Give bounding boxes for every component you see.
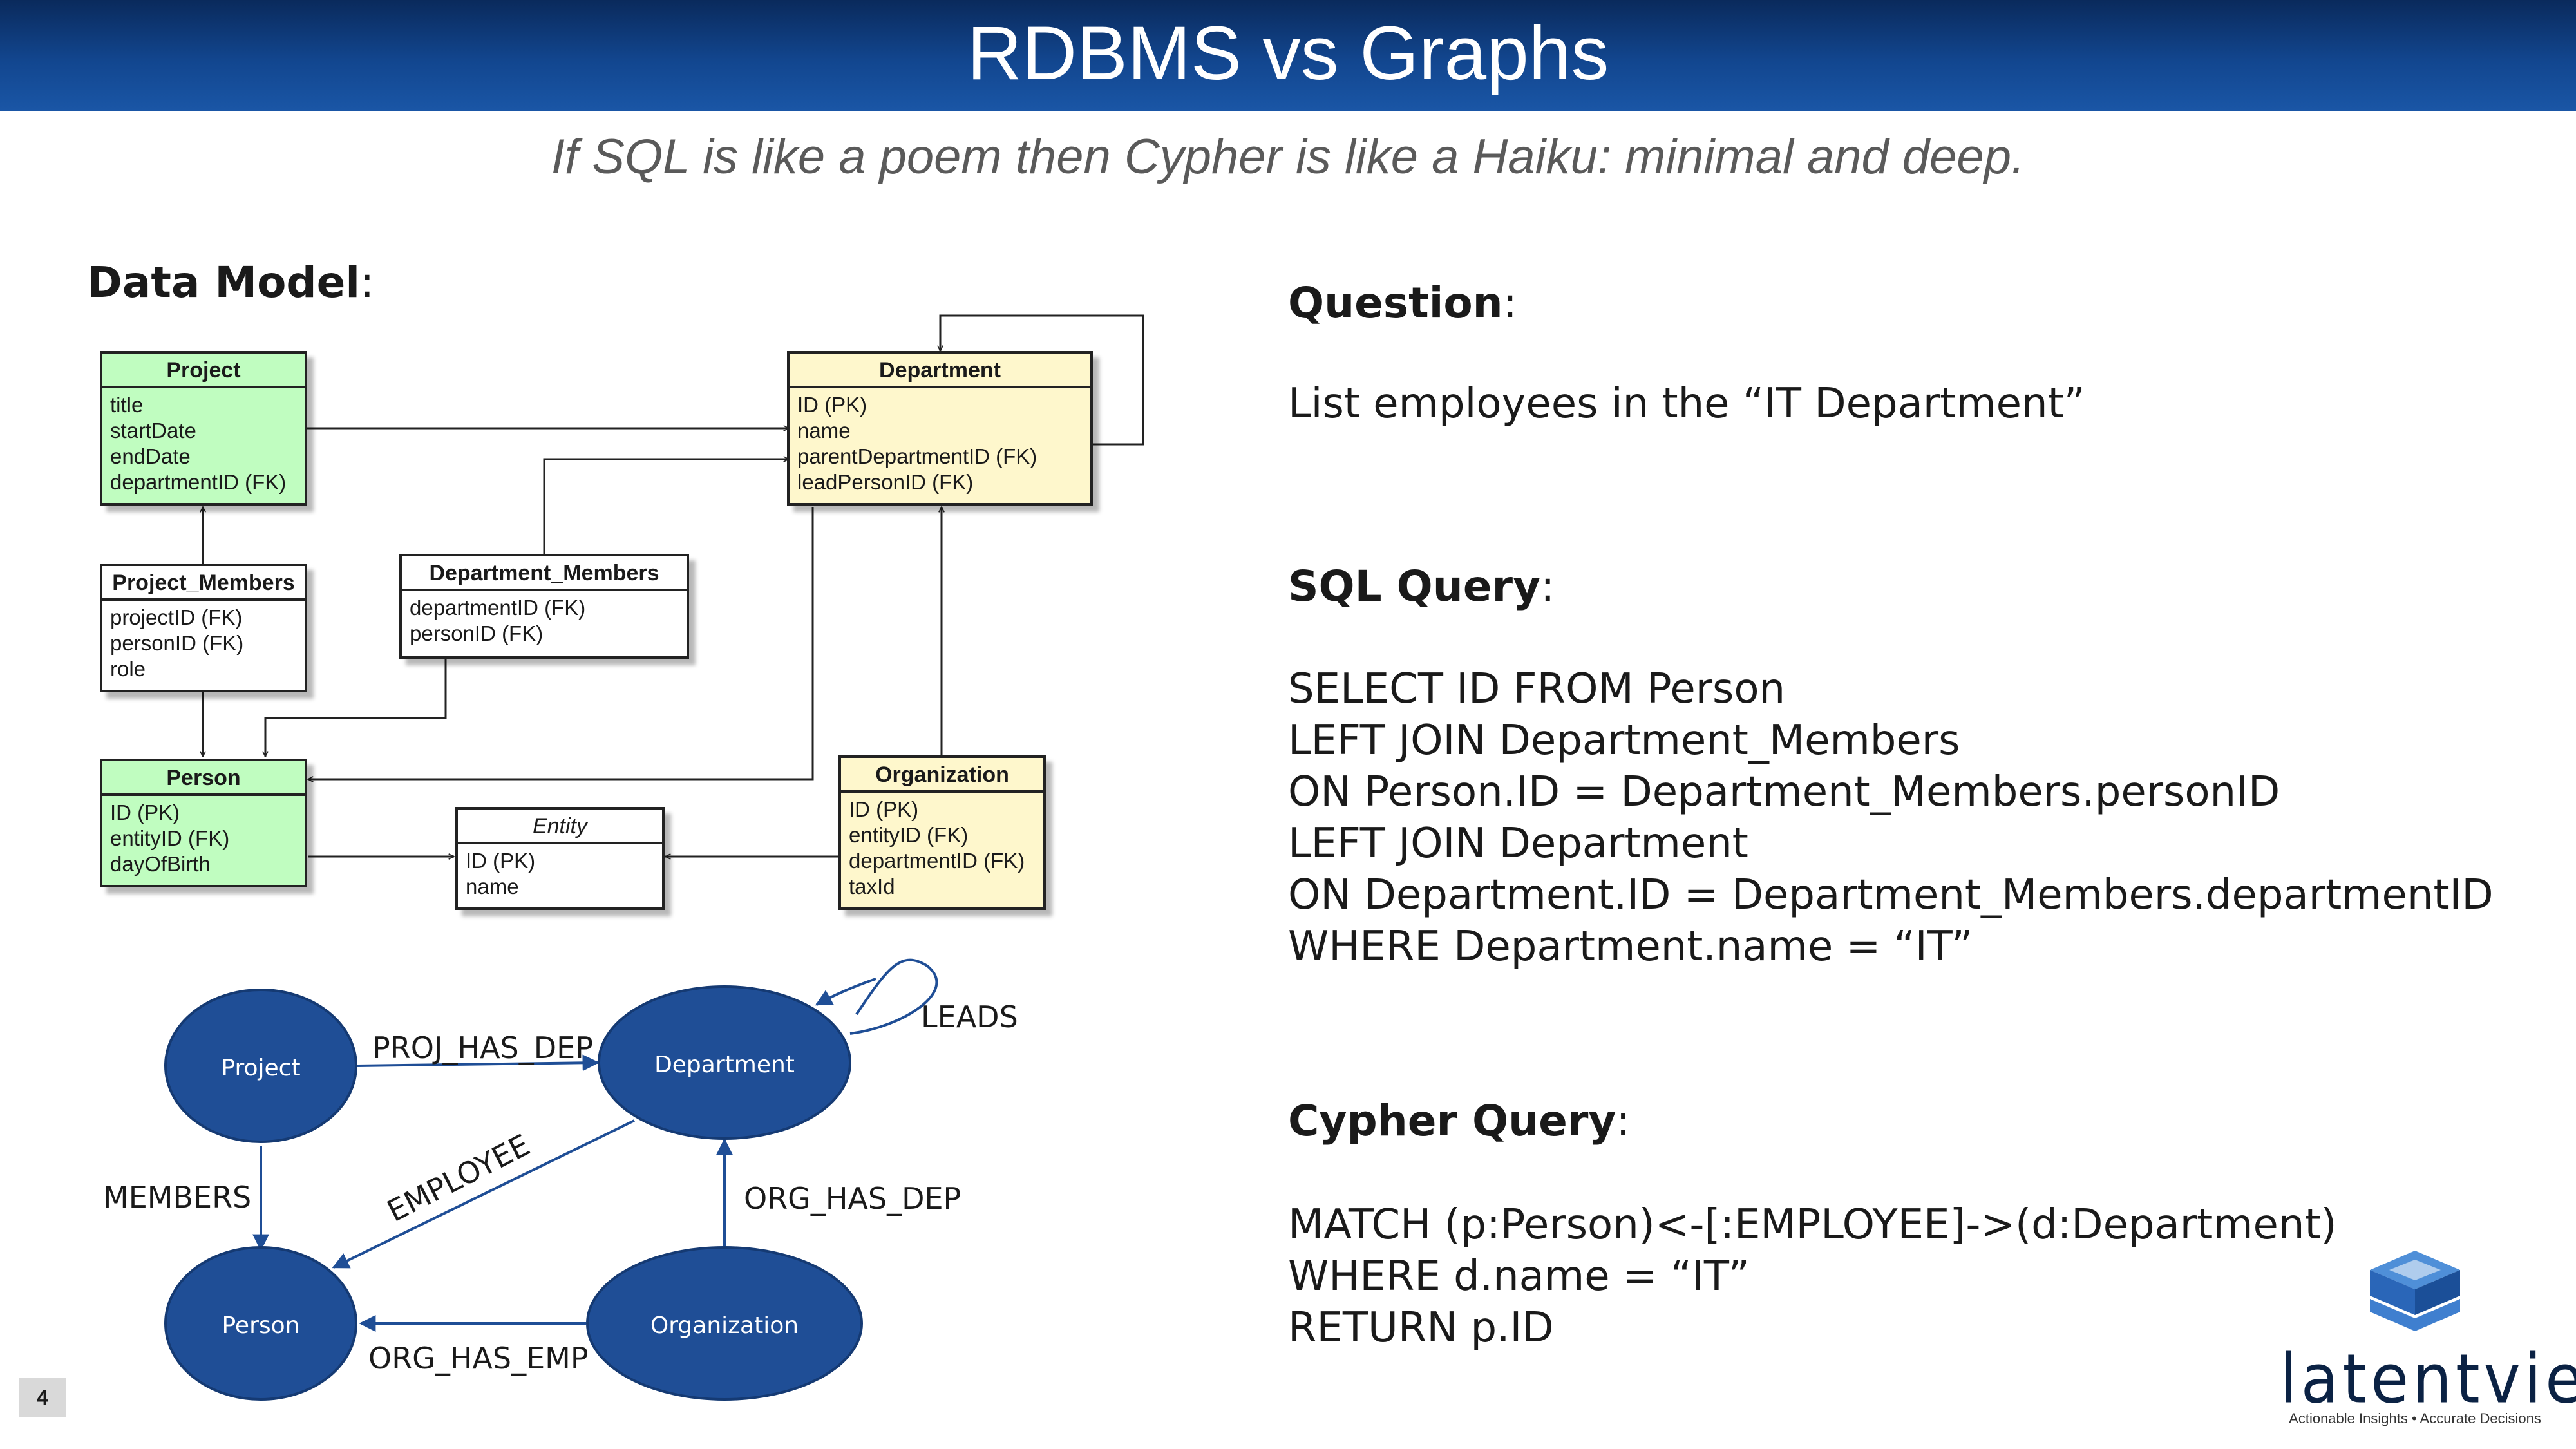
logo-tagline: Actionable Insights • Accurate Decisions — [2289, 1410, 2541, 1426]
table-project-name: Project — [102, 354, 305, 388]
table-department-members: Department_Members departmentID (FK) per… — [399, 554, 689, 659]
cypher-query-heading: Cypher Query: — [1288, 1096, 1631, 1146]
table-project-members-name: Project_Members — [102, 566, 305, 601]
table-department-field: leadPersonID (FK) — [797, 470, 974, 494]
sql-line: LEFT JOIN Department — [1288, 820, 1748, 867]
table-department-name: Department — [790, 354, 1090, 388]
logo-wordmark: latentview — [2280, 1339, 2576, 1419]
edge-label-org-has-dep: ORG_HAS_DEP — [744, 1181, 961, 1216]
sql-line: SELECT ID FROM Person — [1288, 665, 1786, 713]
question-heading: Question: — [1288, 278, 1517, 328]
table-department-members-field: departmentID (FK) — [410, 596, 586, 620]
edge-leads — [849, 958, 938, 1035]
sql-line: ON Person.ID = Department_Members.person… — [1288, 768, 2280, 816]
table-project-field: startDate — [110, 419, 196, 442]
table-organization-field: ID (PK) — [849, 797, 919, 821]
edge-employee — [332, 1119, 635, 1269]
table-entity: Entity ID (PK) name — [455, 807, 665, 910]
edge-label-org-has-emp: ORG_HAS_EMP — [368, 1341, 589, 1376]
table-project-members-field: role — [110, 657, 146, 681]
cypher-query-code: MATCH (p:Person)<-[:EMPLOYEE]->(d:Depart… — [1288, 1199, 2337, 1354]
company-logo: latentview Actionable Insights • Accurat… — [2280, 1249, 2576, 1436]
table-person-field: ID (PK) — [110, 800, 180, 824]
page-number: 4 — [19, 1378, 66, 1417]
table-project-members-field: personID (FK) — [110, 631, 244, 655]
table-project-field: departmentID (FK) — [110, 470, 287, 494]
fk-department-self — [940, 314, 1144, 446]
table-organization-field: entityID (FK) — [849, 823, 969, 847]
table-entity-name: Entity — [458, 810, 662, 844]
fk-deptmembers-person — [265, 659, 447, 757]
table-department-field: parentDepartmentID (FK) — [797, 444, 1037, 468]
slide-title: RDBMS vs Graphs — [967, 11, 1609, 96]
node-project — [164, 989, 357, 1143]
table-organization-field: departmentID (FK) — [849, 849, 1025, 873]
table-project: Project title startDate endDate departme… — [100, 351, 307, 506]
table-person-name: Person — [102, 761, 305, 796]
table-project-members-field: projectID (FK) — [110, 605, 243, 629]
table-department-members-field: personID (FK) — [410, 621, 544, 645]
node-organization — [586, 1246, 863, 1401]
fk-department-person-lead — [308, 507, 814, 779]
table-organization: Organization ID (PK) entityID (FK) depar… — [838, 755, 1046, 910]
slide-subtitle: If SQL is like a poem then Cypher is lik… — [551, 129, 2025, 184]
cypher-line: MATCH (p:Person)<-[:EMPLOYEE]->(d:Depart… — [1288, 1201, 2337, 1249]
node-person-label: Person — [222, 1312, 300, 1339]
node-department-label: Department — [654, 1052, 795, 1078]
node-person — [164, 1246, 357, 1401]
table-department: Department ID (PK) name parentDepartment… — [787, 351, 1093, 506]
table-department-members-name: Department_Members — [402, 556, 687, 591]
table-department-field: ID (PK) — [797, 393, 867, 417]
cypher-line: RETURN p.ID — [1288, 1304, 1554, 1352]
table-department-field: name — [797, 419, 851, 442]
table-project-members: Project_Members projectID (FK) personID … — [100, 564, 307, 692]
fk-deptmembers-department — [543, 459, 789, 554]
edge-label-employee: EMPLOYEE — [381, 1128, 535, 1229]
table-entity-field: ID (PK) — [466, 849, 536, 873]
edge-label-leads: LEADS — [921, 999, 1018, 1034]
edge-label-proj-has-dep: PROJ_HAS_DEP — [372, 1030, 593, 1065]
node-department — [598, 985, 851, 1140]
sql-line: ON Department.ID = Department_Members.de… — [1288, 871, 2494, 919]
node-project-label: Project — [221, 1055, 300, 1081]
table-organization-field: taxId — [849, 875, 895, 898]
logo-cube-icon — [2370, 1251, 2460, 1331]
table-project-field: endDate — [110, 444, 191, 468]
sql-line: LEFT JOIN Department_Members — [1288, 717, 1960, 764]
edge-leads-head — [815, 978, 876, 1006]
edge-label-members: MEMBERS — [103, 1180, 251, 1215]
title-bar — [0, 0, 2576, 111]
table-project-field: title — [110, 393, 144, 417]
table-person-field: entityID (FK) — [110, 826, 230, 850]
data-model-heading: Data Model: — [87, 258, 375, 307]
table-entity-field: name — [466, 875, 519, 898]
cypher-line: WHERE d.name = “IT” — [1288, 1253, 1750, 1300]
question-text: List employees in the “IT Department” — [1288, 380, 2085, 428]
table-organization-name: Organization — [841, 758, 1043, 793]
table-person-field: dayOfBirth — [110, 852, 211, 876]
sql-query-code: SELECT ID FROM Person LEFT JOIN Departme… — [1288, 663, 2494, 972]
edge-proj-has-dep — [357, 1054, 600, 1072]
sql-line: WHERE Department.name = “IT” — [1288, 923, 1973, 971]
sql-query-heading: SQL Query: — [1288, 562, 1555, 611]
table-person: Person ID (PK) entityID (FK) dayOfBirth — [100, 759, 307, 887]
node-organization-label: Organization — [650, 1312, 799, 1339]
